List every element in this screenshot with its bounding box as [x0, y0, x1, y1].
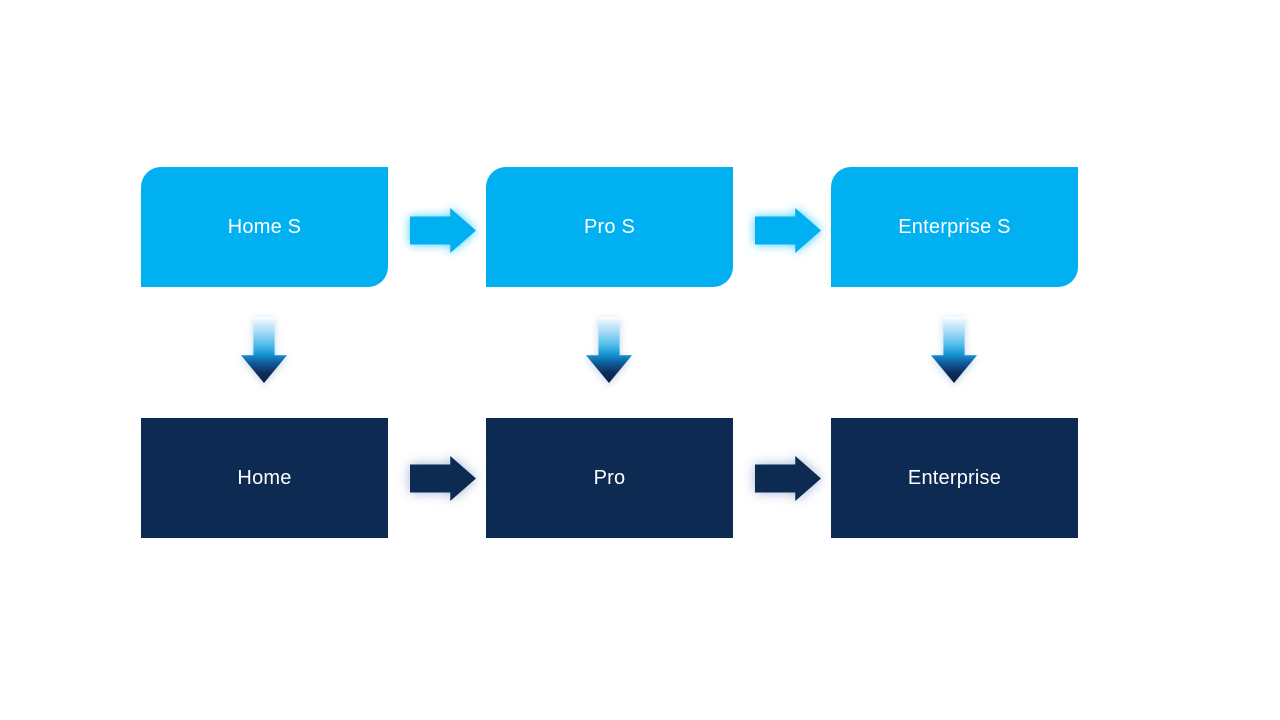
down-arrow-shape: [931, 317, 977, 383]
right-arrow-shape: [410, 208, 476, 253]
right-arrow-shape: [755, 456, 821, 501]
box-pro-s: Pro S: [486, 167, 733, 287]
box-pro-s-label: Pro S: [583, 215, 636, 238]
box-pro-label: Pro: [593, 466, 626, 489]
right-arrow-icon: [755, 456, 821, 501]
right-arrow-shape: [755, 208, 821, 253]
down-arrow-shape: [241, 317, 287, 383]
box-enterprise-s-label: Enterprise S: [898, 215, 1011, 238]
right-arrow-icon: [755, 208, 821, 253]
right-arrow-icon: [410, 208, 476, 253]
down-arrow-icon: [241, 317, 287, 383]
box-pro: Pro: [486, 418, 733, 538]
box-enterprise-label: Enterprise: [907, 466, 1002, 489]
box-home-s: Home S: [141, 167, 388, 287]
box-home-s-label: Home S: [227, 215, 302, 238]
right-arrow-shape: [410, 456, 476, 501]
right-arrow-icon: [410, 456, 476, 501]
box-home-label: Home: [237, 466, 292, 489]
down-arrow-icon: [931, 317, 977, 383]
down-arrow-shape: [586, 317, 632, 383]
down-arrow-icon: [586, 317, 632, 383]
box-enterprise-s: Enterprise S: [831, 167, 1078, 287]
box-home: Home: [141, 418, 388, 538]
box-enterprise: Enterprise: [831, 418, 1078, 538]
